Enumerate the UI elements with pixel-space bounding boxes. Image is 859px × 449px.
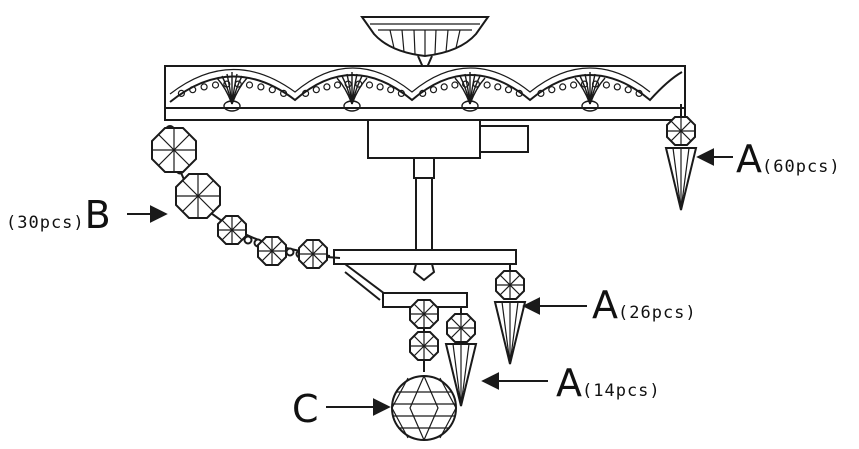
band-palmette	[216, 72, 248, 112]
label-b-letter: B	[84, 193, 111, 237]
band-palmette	[574, 72, 606, 112]
band-bead	[211, 81, 220, 89]
band-bead	[323, 83, 331, 91]
label-a-mid: A(26pcs)	[592, 286, 697, 324]
label-a-top: A(60pcs)	[736, 140, 841, 178]
band-bead	[177, 89, 185, 98]
band-bead	[200, 83, 208, 91]
band-bead	[494, 83, 502, 91]
band-bead	[312, 86, 320, 94]
band-bead	[451, 81, 459, 89]
label-a-mid-letter: A	[592, 283, 618, 327]
band-bead	[635, 89, 643, 98]
band-bead	[245, 81, 254, 89]
band-bead	[483, 81, 491, 89]
band-bead	[569, 81, 578, 89]
band-bead	[613, 83, 621, 91]
label-a-mid-count: (26pcs)	[618, 303, 697, 323]
band-bead	[548, 86, 556, 94]
crystal-a-low	[445, 307, 477, 407]
band-bead	[504, 86, 513, 94]
band-bead	[397, 89, 405, 98]
band-bead	[537, 89, 545, 98]
label-a-low-letter: A	[556, 361, 582, 405]
body-structure	[333, 119, 529, 308]
label-b: (30pcs)B	[6, 196, 111, 234]
band-bead	[602, 81, 611, 89]
arrows	[127, 148, 733, 416]
label-a-low-count: (14pcs)	[582, 381, 661, 401]
band-bead	[268, 86, 276, 94]
band-bead	[280, 89, 288, 98]
band-bead	[257, 83, 265, 91]
band-bead	[189, 86, 197, 94]
band-bead	[302, 89, 310, 98]
band-bead	[333, 81, 342, 89]
band-bead	[387, 86, 395, 94]
ornate-band	[164, 65, 686, 121]
label-a-top-count: (60pcs)	[762, 157, 841, 177]
label-a-low: A(14pcs)	[556, 364, 661, 402]
crystal-a-mid	[494, 264, 526, 365]
label-a-top-letter: A	[736, 137, 762, 181]
label-b-count: (30pcs)	[6, 213, 85, 233]
crystal-a-top	[665, 104, 697, 211]
band-bead	[515, 89, 523, 98]
label-c-letter: C	[292, 387, 319, 431]
label-c: C	[292, 390, 319, 428]
band-palmette	[454, 72, 486, 112]
band-bead	[376, 83, 384, 91]
crystal-ball-c	[391, 299, 457, 441]
band-bead	[440, 83, 448, 91]
band-bead	[429, 86, 438, 94]
crystal-chain-b	[151, 125, 341, 269]
band-bead	[462, 80, 470, 88]
band-palmette	[336, 72, 368, 112]
band-bead	[559, 83, 567, 91]
band-bead	[365, 81, 374, 89]
band-bead	[624, 86, 632, 94]
band-bead	[419, 89, 427, 98]
